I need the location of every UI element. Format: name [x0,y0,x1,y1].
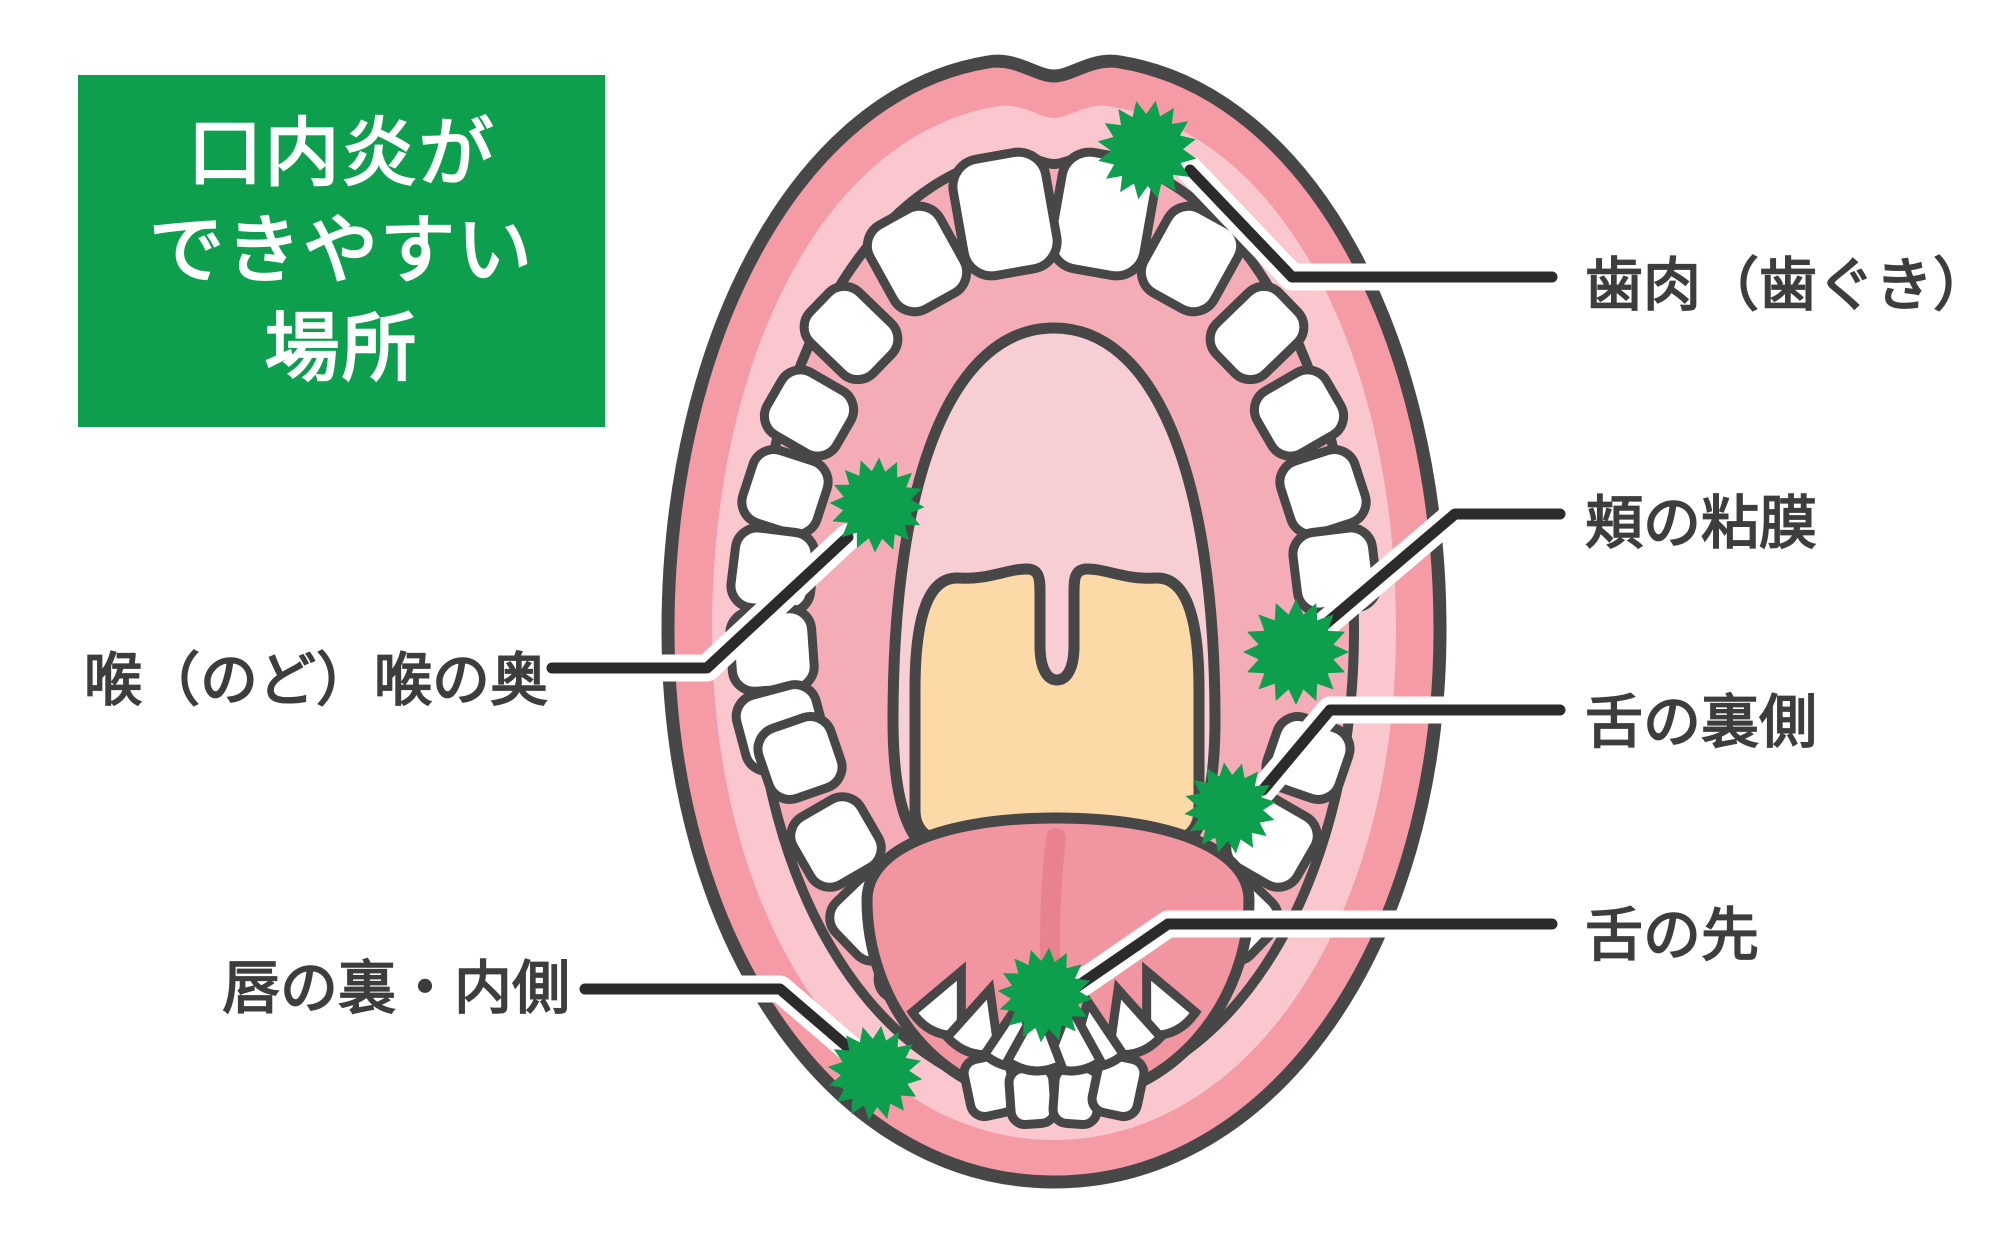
lower-front-teeth [909,960,1199,1130]
title-line-1: 口内炎が [187,108,496,197]
leader-line-cheek [1316,508,1566,633]
throat-back [909,563,1205,846]
leader-line-tongue-tip [1069,918,1558,994]
title-line-3: 場所 [264,303,419,392]
leader-line-tongue-under [1257,704,1566,796]
leader-lines [538,156,1574,1070]
label-cheek: 頬の粘膜 [1585,489,1818,557]
label-lip-inside: 唇の裏・内側 [221,954,570,1022]
label-tongue-tip: 舌の先 [1585,901,1760,969]
label-tongue-underside: 舌の裏側 [1585,688,1818,756]
label-gum: 歯肉（歯ぐき） [1585,251,1992,319]
title-line-2: できやすい [148,206,534,295]
leader-line-throat [546,531,854,674]
leader-line-gum [1184,164,1558,283]
title-box: 口内炎が できやすい 場所 [78,75,605,427]
leader-line-lip [579,983,864,1062]
label-throat: 喉（のど）喉の奥 [83,646,548,714]
marker-cheek-icon [1243,599,1349,705]
